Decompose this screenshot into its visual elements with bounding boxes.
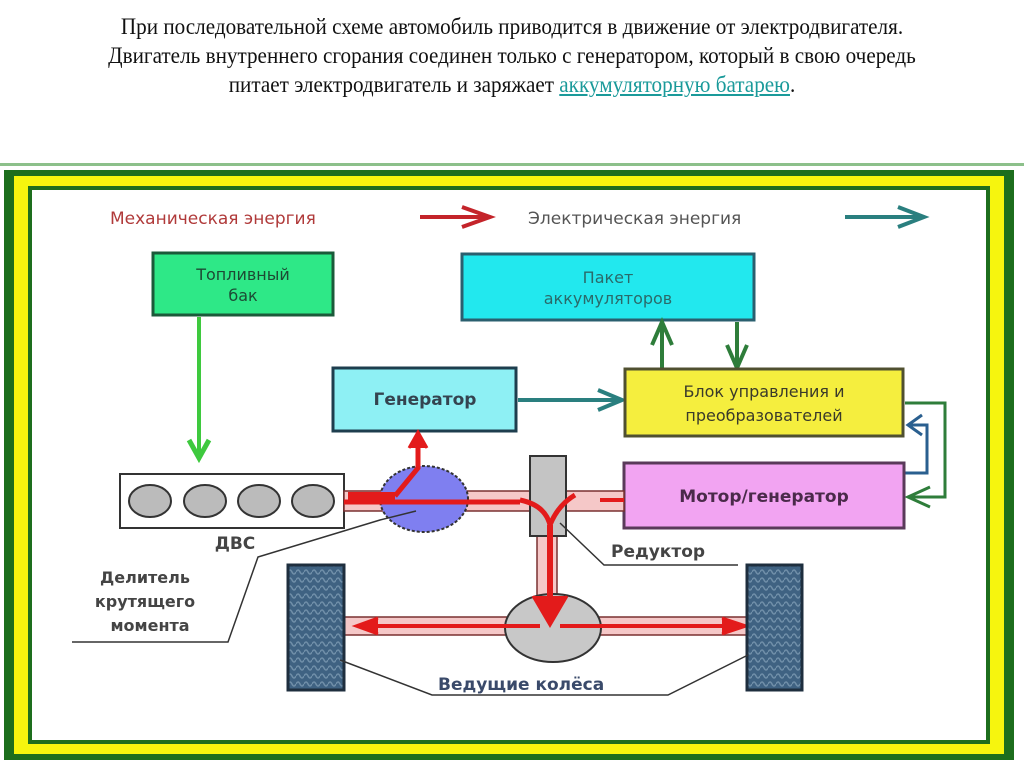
caption-paragraph: При последовательной схеме автомобиль пр… [96,12,928,99]
splitter-label-3: момента [110,616,189,635]
battery-pack-block: Пакет аккумуляторов [460,252,756,322]
legend-mechanical-label: Механическая энергия [110,209,316,229]
wheels-leader-line [339,654,749,696]
motor-generator-block: Мотор/генератор [622,461,906,530]
discharge-arrow-down-icon [725,322,749,374]
splitter-label-2: крутящего [95,592,195,611]
motor-to-control-arrow-icon [905,413,929,475]
cylinder-icon [237,484,281,518]
axle-left-arrow-icon [351,616,540,636]
generator-label: Генератор [374,390,477,410]
cylinder-icon [183,484,227,518]
motor-label: Мотор/генератор [679,487,849,507]
engine-block [119,473,345,529]
legend-electrical-arrow-icon [845,205,930,229]
control-label-2: преобразователей [685,406,842,425]
control-to-motor-arrow-icon [904,401,947,509]
fuel-tank-block: Топливный бак [151,251,335,317]
wheels-label: Ведущие колёса [438,675,604,695]
fuel-tank-label-1: Топливный [195,265,290,284]
mechanical-flow-arrow-icon [344,492,624,628]
fuel-tank-label-2: бак [228,286,258,305]
engine-label: ДВС [215,534,256,554]
right-wheel-icon [745,563,804,692]
reducer-leader-line [559,522,738,566]
generator-block: Генератор [331,366,518,433]
cylinder-icon [128,484,172,518]
legend-mechanical-arrow-icon [420,205,496,229]
divider [0,163,1024,166]
caption-text: При последовательной схеме автомобиль пр… [108,14,916,97]
legend-electrical-label: Электрическая энергия [528,209,741,229]
battery-label-1: Пакет [583,268,634,287]
caption-period: . [789,72,796,97]
battery-label-2: аккумуляторов [544,289,672,308]
battery-link[interactable]: аккумуляторную батарею [559,72,790,97]
control-unit-block: Блок управления и преобразователей [623,367,905,438]
generator-to-control-arrow-icon [518,388,628,412]
reducer-label: Редуктор [611,542,705,562]
splitter-leader-line [72,510,417,643]
left-wheel-icon [286,563,346,692]
cylinder-icon [291,484,335,518]
splitter-label-1: Делитель [100,568,190,587]
splitter-to-generator-arrow-icon [393,428,429,498]
fuel-arrow-icon [186,317,212,464]
control-label-1: Блок управления и [683,382,844,401]
charge-arrow-up-icon [650,316,674,368]
